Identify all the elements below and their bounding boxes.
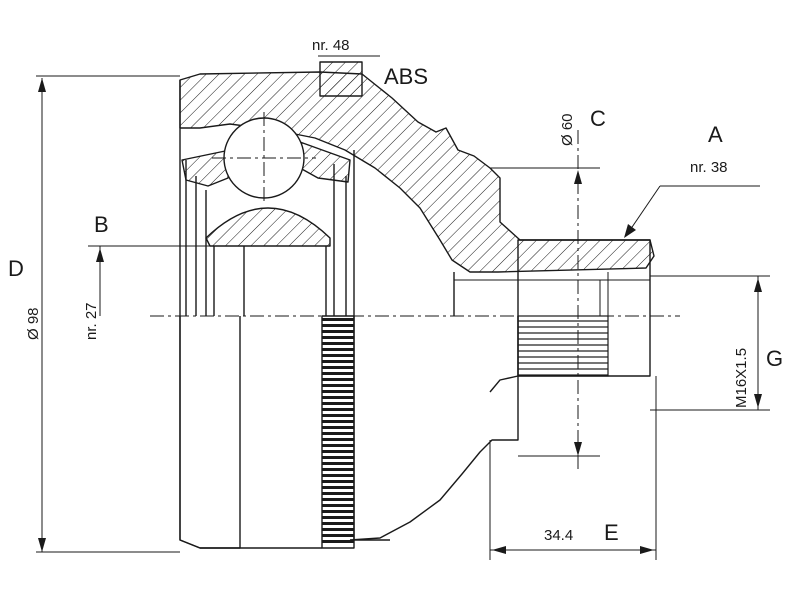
abs-tooth	[322, 330, 354, 333]
dim-c-arrow-top	[574, 170, 582, 184]
abs-tooth	[322, 504, 354, 507]
abs-tooth	[322, 414, 354, 417]
dim-b-arrow	[96, 248, 104, 262]
g-dim-label: M16X1.5	[733, 348, 750, 408]
abs-tooth	[322, 384, 354, 387]
a-nr-label: nr. 38	[690, 159, 728, 176]
abs-tooth	[322, 486, 354, 489]
dim-d-arrow-bottom	[38, 538, 46, 552]
abs-tooth	[322, 510, 354, 513]
abs-tooth	[322, 534, 354, 537]
abs-tooth	[322, 444, 354, 447]
abs-tooth	[322, 522, 354, 525]
abs-tooth	[322, 438, 354, 441]
abs-tooth	[322, 324, 354, 327]
inner-race-body	[213, 246, 327, 316]
abs-tooth	[322, 354, 354, 357]
abs-tooth	[322, 456, 354, 459]
abs-tooth	[322, 450, 354, 453]
dim-g-arrow-top	[754, 278, 762, 292]
abs-marker	[319, 61, 363, 97]
abs-tooth	[322, 480, 354, 483]
abs-tooth	[322, 366, 354, 369]
abs-tooth	[322, 372, 354, 375]
abs-tooth	[322, 378, 354, 381]
b-nr-label: nr. 27	[83, 302, 100, 340]
abs-tooth	[322, 408, 354, 411]
abs-tooth	[322, 348, 354, 351]
bore-wall-right	[333, 150, 355, 316]
cage-upper-left	[181, 149, 231, 187]
housing-step-outline	[489, 375, 519, 393]
abs-ring	[322, 318, 354, 543]
abs-nr-label: nr. 48	[312, 37, 350, 54]
a-letter: A	[708, 122, 723, 147]
abs-tooth	[322, 396, 354, 399]
d-letter: D	[8, 256, 24, 281]
dim-a-arrow	[624, 224, 636, 238]
dim-d-arrow-top	[38, 78, 46, 92]
abs-tooth	[322, 360, 354, 363]
abs-tooth	[322, 420, 354, 423]
dim-g-arrow-bottom	[754, 394, 762, 408]
abs-tooth	[322, 402, 354, 405]
e-dim-label: 34.4	[544, 527, 573, 544]
housing-lower-right	[353, 316, 390, 541]
abs-tooth	[322, 432, 354, 435]
abs-tooth	[322, 468, 354, 471]
abs-tooth	[322, 540, 354, 543]
abs-tooth	[322, 528, 354, 531]
abs-tooth	[322, 390, 354, 393]
dim-e-arrow-right	[640, 546, 654, 554]
abs-tooth	[322, 498, 354, 501]
housing-body-outline	[179, 316, 241, 549]
dim-e-arrow-left	[492, 546, 506, 554]
abs-tooth	[322, 516, 354, 519]
stub-spline	[517, 315, 609, 377]
e-letter: E	[604, 520, 619, 545]
abs-tooth	[322, 492, 354, 495]
c-dim-label: Ø 60	[559, 113, 576, 146]
g-letter: G	[766, 346, 783, 371]
abs-tooth	[322, 462, 354, 465]
abs-tooth	[322, 336, 354, 339]
abs-tooth	[322, 318, 354, 321]
dim-c-arrow-bottom	[574, 442, 582, 456]
abs-tooth	[322, 342, 354, 345]
c-letter: C	[590, 106, 606, 131]
d-dim-label: Ø 98	[25, 307, 42, 340]
b-letter: B	[94, 212, 109, 237]
abs-label: ABS	[384, 64, 428, 89]
housing-bottom-curve	[349, 316, 519, 541]
abs-tooth	[322, 426, 354, 429]
inner-race	[205, 207, 331, 247]
abs-tooth	[322, 474, 354, 477]
housing-upper-section	[179, 71, 655, 273]
